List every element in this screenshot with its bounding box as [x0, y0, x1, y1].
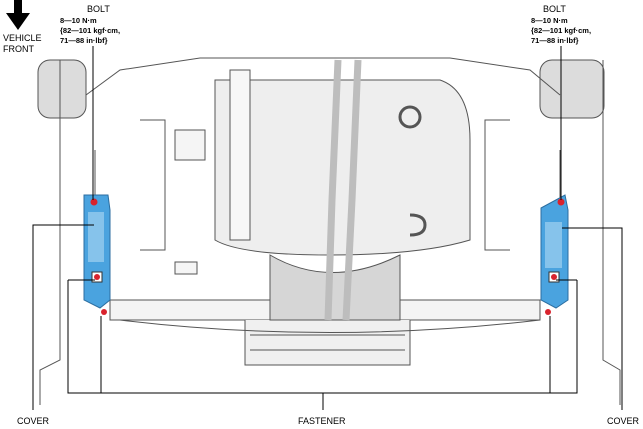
rear-bumper-reinforcement: [244, 320, 411, 366]
bolt-right-marker: [557, 198, 565, 206]
leader-cover-right: [562, 227, 623, 410]
bolt-left-marker: [90, 198, 98, 206]
torque-right-line2: {82—101 kgf·cm,: [531, 26, 592, 35]
body-upper-frame: [85, 57, 561, 96]
right-rear-tire: [539, 59, 605, 119]
rubber-ring: [398, 105, 422, 129]
right-suspension-mount: [484, 119, 510, 251]
fastener-left-1: [94, 274, 100, 280]
small-plate: [174, 261, 198, 275]
fuel-tank: [214, 79, 471, 256]
torque-right-line1: 8—10 N·m: [531, 16, 568, 25]
leader-cover-left: [32, 224, 94, 410]
cover-left-highlight: [88, 212, 104, 262]
left-suspension-mount: [140, 119, 166, 251]
torque-left-line1: 8—10 N·m: [60, 16, 97, 25]
torque-left-line2: {82—101 kgf·cm,: [60, 26, 121, 35]
vehicle-front-arrow: [6, 0, 30, 30]
center-shadow: [269, 254, 401, 321]
cover-label-left: COVER: [17, 416, 50, 426]
fastener-left-2: [101, 309, 107, 315]
body-left-edge: [39, 60, 61, 405]
body-right-edge: [602, 60, 621, 405]
bolt-label-right: BOLT: [543, 4, 566, 14]
fastener-right-2: [545, 309, 551, 315]
left-rear-tire: [37, 59, 87, 119]
reinforcement-ribs: [250, 334, 405, 351]
cover-label-right: COVER: [607, 416, 640, 426]
hook-bracket: [409, 213, 427, 237]
torque-left-line3: 71—88 in·lbf}: [60, 36, 108, 45]
cover-right-highlight: [545, 222, 562, 268]
left-longitudinal: [229, 69, 251, 241]
vehicle-front-label-line2: FRONT: [3, 44, 34, 54]
left-bracket: [174, 129, 206, 161]
torque-right-line3: 71—88 in·lbf}: [531, 36, 579, 45]
exhaust-pipe: [324, 59, 342, 321]
fastener-label: FASTENER: [298, 416, 346, 426]
exhaust-pipe-2: [342, 59, 362, 321]
rear-skirt: [119, 319, 541, 333]
fastener-right-1: [551, 274, 557, 280]
vehicle-front-label-line1: VEHICLE: [3, 33, 42, 43]
bolt-label-left: BOLT: [87, 4, 110, 14]
